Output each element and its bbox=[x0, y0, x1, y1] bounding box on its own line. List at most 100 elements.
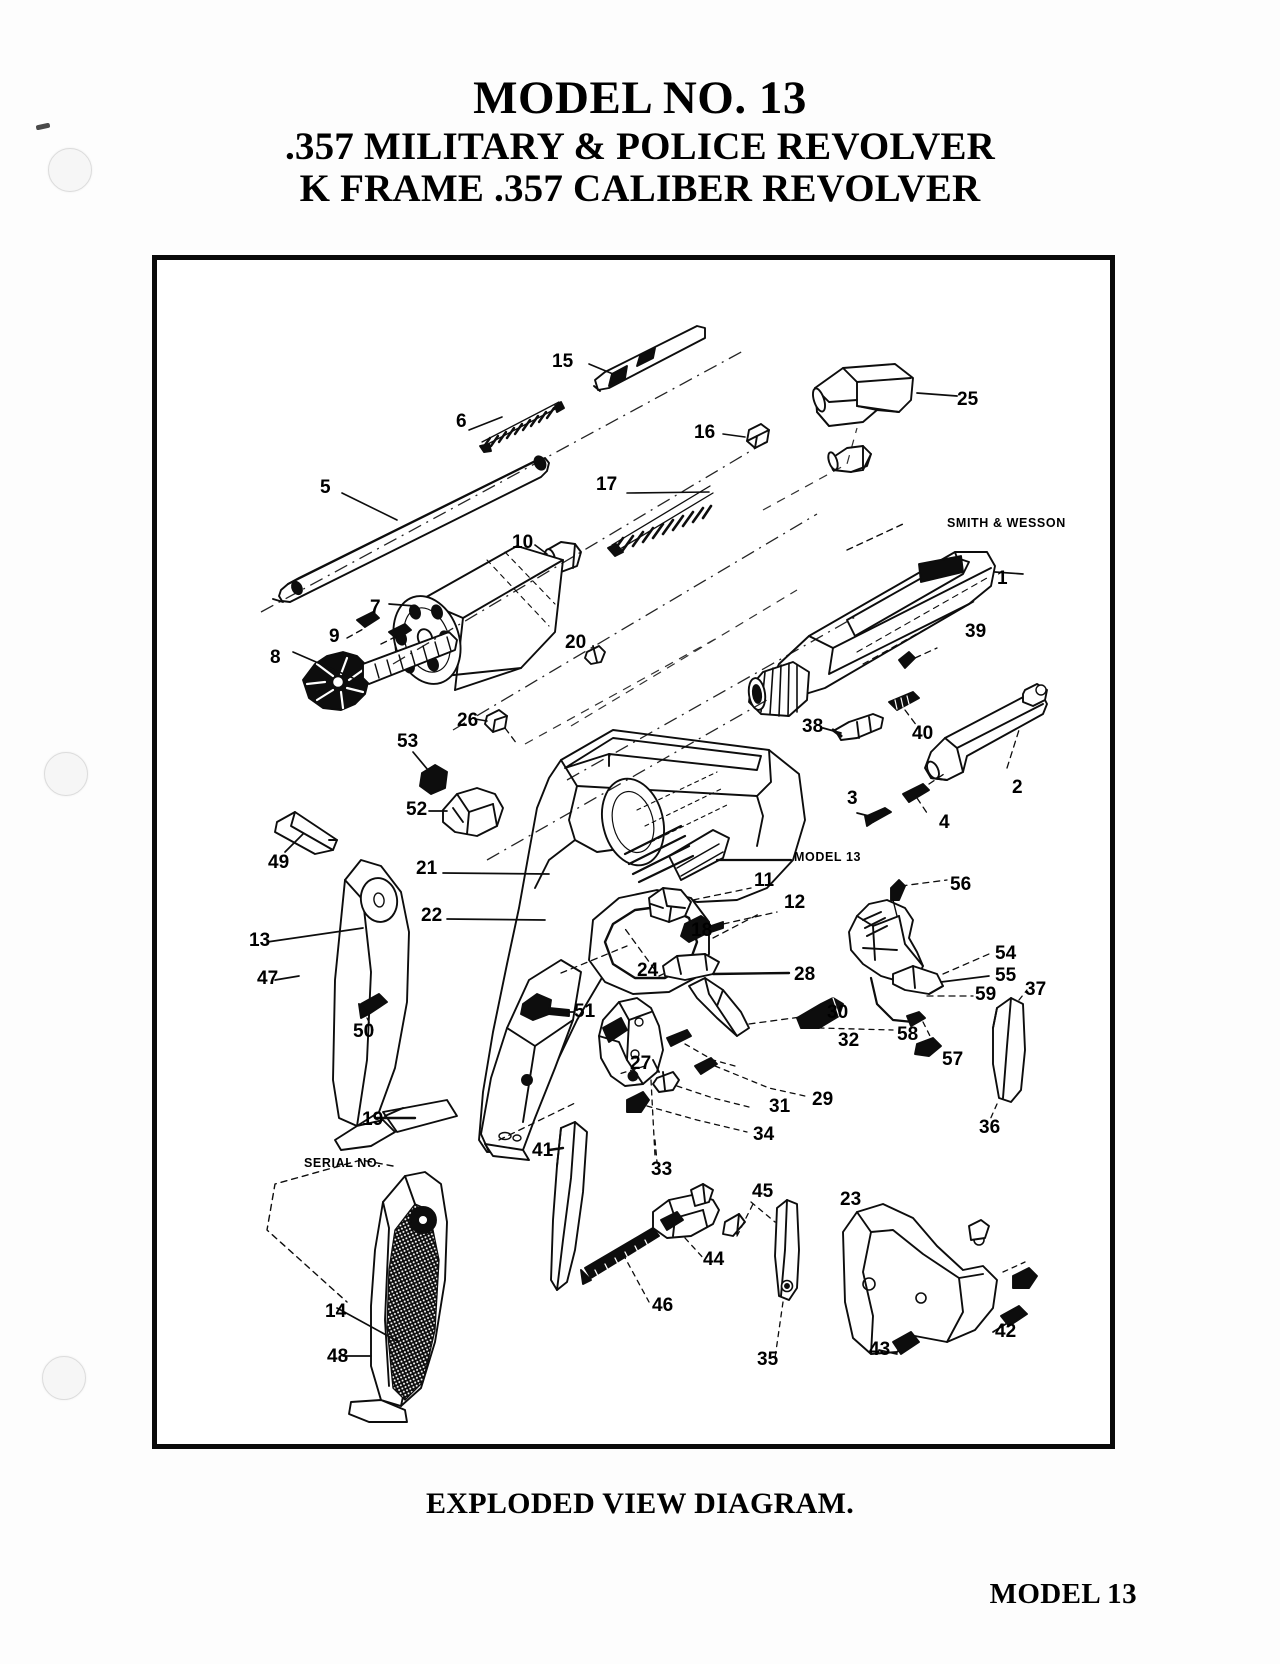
part-41-mainspring bbox=[550, 1121, 588, 1291]
callout-2: 2 bbox=[1012, 777, 1023, 798]
callout-42: 42 bbox=[995, 1321, 1017, 1342]
part-20-pin bbox=[584, 645, 606, 665]
part-57-lever bbox=[914, 1037, 942, 1057]
part-30-trigger-lever bbox=[688, 977, 750, 1037]
callout-31: 31 bbox=[769, 1096, 791, 1117]
callout-57: 57 bbox=[942, 1049, 964, 1070]
callout-53: 53 bbox=[397, 731, 419, 752]
callout-4: 4 bbox=[939, 812, 950, 833]
binder-hole-top bbox=[48, 148, 92, 192]
callout-30: 30 bbox=[827, 1002, 849, 1023]
part-29-pin bbox=[694, 1057, 718, 1075]
callout-43: 43 bbox=[869, 1339, 891, 1360]
callout-12: 12 bbox=[784, 892, 806, 913]
part-27-trigger bbox=[598, 997, 664, 1087]
part-42-sideplate-screw bbox=[1000, 1267, 1038, 1327]
footer-model-label: MODEL 13 bbox=[989, 1578, 1137, 1610]
part-14-grip-panel bbox=[348, 1171, 448, 1423]
callout-24: 24 bbox=[637, 960, 659, 981]
diagram-caption: EXPLODED VIEW DIAGRAM. bbox=[425, 1487, 855, 1520]
part-32-pin bbox=[666, 1029, 692, 1047]
part-6-extractor-spring bbox=[479, 401, 565, 453]
callout-29: 29 bbox=[812, 1089, 834, 1110]
part-12-hand-plunger bbox=[680, 915, 724, 943]
part-9-extractor-pins bbox=[356, 611, 412, 640]
part-38-locking-bolt bbox=[831, 713, 884, 741]
callout-44: 44 bbox=[703, 1249, 725, 1270]
callout-3: 3 bbox=[847, 788, 858, 809]
part-49-stock-pin bbox=[274, 811, 338, 855]
callout-22: 22 bbox=[421, 905, 443, 926]
callout-17: 17 bbox=[596, 474, 618, 495]
callout-23: 23 bbox=[840, 1189, 862, 1210]
diagram-frame: SMITH & WESSON MODEL 13 SERIAL NO. 15 25… bbox=[152, 255, 1115, 1449]
callout-40: 40 bbox=[912, 723, 934, 744]
callout-45: 45 bbox=[752, 1181, 774, 1202]
callout-16: 16 bbox=[694, 422, 716, 443]
part-37-rebound-slide bbox=[992, 997, 1026, 1103]
callout-14: 14 bbox=[325, 1301, 347, 1322]
part-1-barrel bbox=[747, 551, 996, 717]
part-34-spring-pin bbox=[626, 1091, 650, 1113]
callout-58: 58 bbox=[897, 1024, 919, 1045]
callout-50: 50 bbox=[353, 1021, 375, 1042]
part-43-sideplate-screw bbox=[892, 1331, 920, 1355]
part-51-sideplate-screw bbox=[520, 993, 570, 1021]
callout-38: 38 bbox=[802, 716, 824, 737]
part-46-bolt-spring bbox=[580, 1227, 660, 1285]
part-17-spring bbox=[607, 485, 714, 557]
part-40-bolt-spring bbox=[888, 691, 920, 711]
callout-18: 18 bbox=[691, 920, 713, 941]
callout-52: 52 bbox=[406, 799, 428, 820]
diagram-canvas: SMITH & WESSON MODEL 13 SERIAL NO. 15 25… bbox=[157, 260, 1110, 1444]
callout-41: 41 bbox=[532, 1140, 554, 1161]
part-39-barrel-pin bbox=[898, 651, 916, 669]
callout-15: 15 bbox=[552, 351, 574, 372]
part-58-hammer-stud bbox=[796, 997, 844, 1029]
callout-47: 47 bbox=[257, 968, 279, 989]
callout-8: 8 bbox=[270, 647, 281, 668]
part-52-thumbpiece bbox=[442, 787, 504, 837]
part-19-frame-butt bbox=[382, 1099, 458, 1133]
callout-37: 37 bbox=[1025, 979, 1047, 1000]
callout-19: 19 bbox=[362, 1109, 384, 1130]
exploded-view-illustration bbox=[260, 325, 1048, 1423]
callout-5: 5 bbox=[320, 477, 331, 498]
callout-11: 11 bbox=[754, 870, 775, 891]
callout-1: 1 bbox=[997, 568, 1008, 589]
callout-21: 21 bbox=[416, 858, 438, 879]
part-50-strain-screw bbox=[358, 993, 388, 1019]
callout-39: 39 bbox=[965, 621, 987, 642]
callout-35: 35 bbox=[757, 1349, 779, 1370]
part-53-thumbpiece-nut bbox=[419, 764, 448, 795]
callout-9: 9 bbox=[329, 626, 340, 647]
callout-6: 6 bbox=[456, 411, 467, 432]
callout-13: 13 bbox=[249, 930, 271, 951]
part-15-rod-assembly bbox=[593, 325, 706, 392]
callout-20: 20 bbox=[565, 632, 587, 653]
callout-55: 55 bbox=[995, 965, 1017, 986]
part-45-cylinder-stop bbox=[774, 1199, 800, 1301]
part-25-rod-housing bbox=[812, 363, 914, 473]
part-31-plunger bbox=[652, 1071, 680, 1093]
label-serial-no: SERIAL NO. bbox=[304, 1156, 382, 1170]
part-44-bolt bbox=[652, 1183, 746, 1239]
callout-51: 51 bbox=[574, 1001, 596, 1022]
callout-46: 46 bbox=[652, 1295, 674, 1316]
callout-54: 54 bbox=[995, 943, 1017, 964]
callout-26: 26 bbox=[457, 710, 479, 731]
part-26-detent bbox=[484, 709, 508, 733]
callout-25: 25 bbox=[957, 389, 979, 410]
part-11-hand bbox=[648, 887, 692, 923]
label-smith-wesson: SMITH & WESSON bbox=[947, 516, 1066, 530]
callout-48: 48 bbox=[327, 1346, 349, 1367]
callout-56: 56 bbox=[950, 874, 972, 895]
callout-32: 32 bbox=[838, 1030, 860, 1051]
part-3-crane-screw bbox=[864, 807, 892, 827]
binder-hole-bottom bbox=[42, 1356, 86, 1400]
page-heading: MODEL NO. 13 .357 MILITARY & POLICE REVO… bbox=[0, 72, 1280, 209]
part-16-nut bbox=[746, 423, 770, 449]
page-title: MODEL NO. 13 bbox=[473, 72, 807, 124]
binder-hole-middle bbox=[44, 752, 88, 796]
